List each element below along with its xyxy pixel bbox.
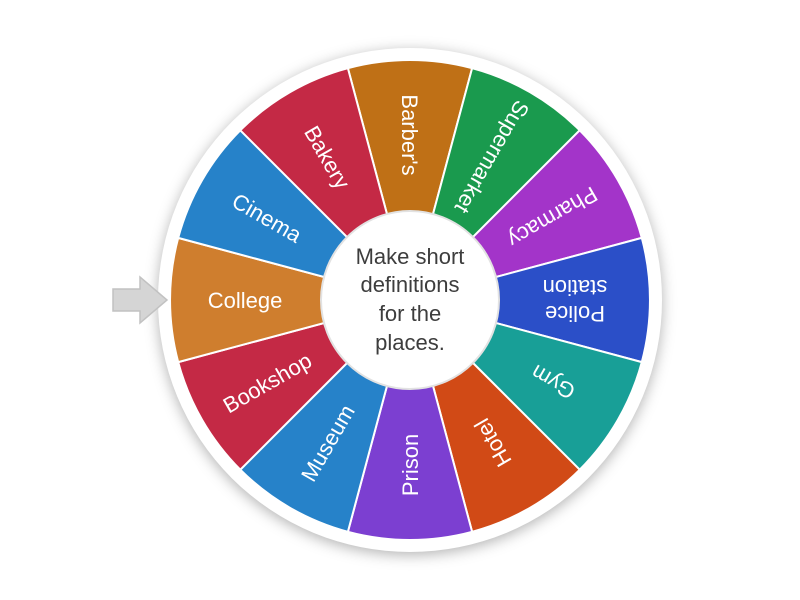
wheel-segment-police-station[interactable]	[406, 236, 651, 364]
wheel-segment-label: Prison	[398, 434, 423, 496]
pointer-arrow-icon	[112, 275, 169, 325]
wheel-center-circle	[320, 210, 500, 390]
wheel-segment-label: Policestation	[543, 275, 608, 326]
wheel-segment-prison[interactable]	[346, 296, 474, 541]
wheel-segment-label: Barber's	[397, 94, 422, 175]
wheel-segment-barber-s[interactable]	[346, 59, 474, 304]
wheel-segment-label: College	[208, 288, 283, 313]
wheel-segment-college[interactable]	[169, 236, 414, 364]
